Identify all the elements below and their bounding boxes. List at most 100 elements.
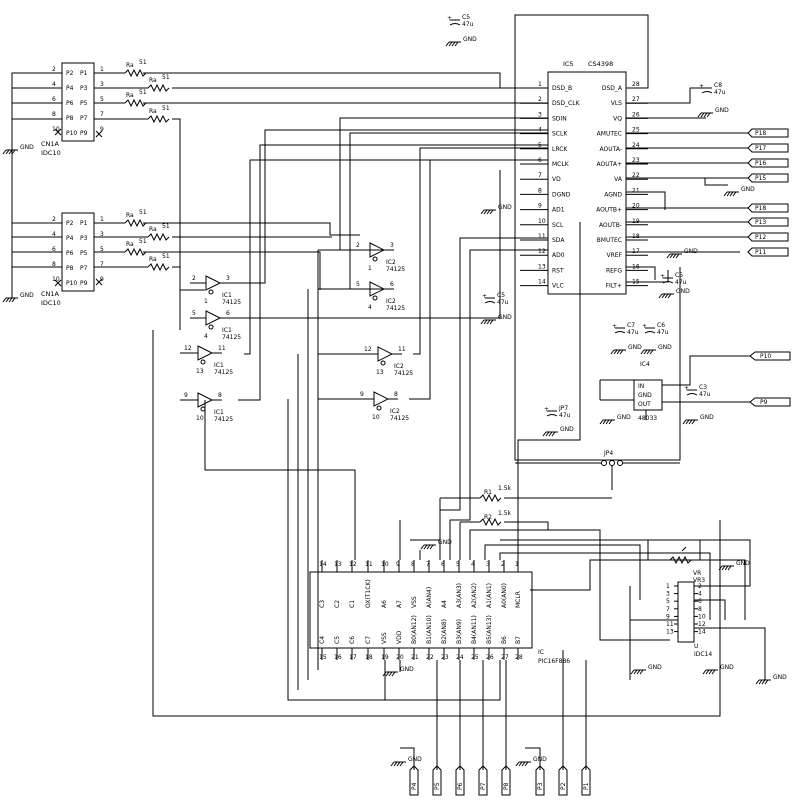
ic5-pin-name: LRCK <box>552 146 568 153</box>
gnd-label: GND <box>736 560 750 567</box>
vr-part: VR3 <box>693 577 705 584</box>
bottom-port <box>478 765 488 796</box>
wire <box>439 237 670 641</box>
pic-part: PIC16F886 <box>538 658 570 665</box>
ic5-pin-name: REFG <box>606 267 622 274</box>
wire <box>11 222 62 296</box>
idc14-ref: U <box>694 643 698 650</box>
pic-pin-num: 13 <box>334 561 342 568</box>
capacitor-ref: C5 <box>462 14 470 21</box>
ic5-pin-num: 8 <box>538 187 542 194</box>
ic5-pin-num: 27 <box>632 96 640 103</box>
connector-pin-name: P4 <box>66 85 74 92</box>
ic5-pin-name: AOUTB+ <box>596 207 622 214</box>
output-port-label: P11 <box>755 249 766 256</box>
r2-value: 1.5k <box>498 510 512 517</box>
connector-pin-name: P3 <box>80 235 88 242</box>
buffer-in-num: 9 <box>184 392 188 399</box>
enable-bubble <box>372 295 378 301</box>
resistor-label: Ra <box>149 226 157 233</box>
ic5-pin-num: 22 <box>632 172 640 179</box>
jp4-label: JP4 <box>603 450 613 457</box>
enable-bubble <box>208 289 214 295</box>
connector-body <box>61 62 95 142</box>
bottom-port <box>455 765 465 796</box>
enable-bubble <box>372 256 378 262</box>
buffer-ref: IC2 <box>386 298 396 305</box>
buffer-out-num: 6 <box>226 310 230 317</box>
capacitor-ref: C6 <box>657 322 665 329</box>
bottom-port-label: P6 <box>457 782 464 790</box>
wire <box>172 87 548 104</box>
buffer-out-num: 3 <box>226 275 230 282</box>
gnd-label: GND <box>676 288 690 295</box>
gnd-hatch <box>385 671 390 677</box>
gnd-hatch <box>605 419 610 425</box>
resistor-label: Ra <box>126 92 134 99</box>
pic-pin-num: 26 <box>486 654 494 661</box>
ic5-pin-num: 12 <box>538 248 546 255</box>
gnd-hatch <box>388 671 393 677</box>
connector-pin-num: 4 <box>52 231 56 238</box>
ic5-pin-name: VLS <box>611 100 622 107</box>
ic5-pin-name: AOUTA+ <box>597 161 622 168</box>
gnd-label: GND <box>741 186 755 193</box>
connector-pin-name: P6 <box>66 250 74 257</box>
gnd-label: GND <box>408 756 422 763</box>
wire <box>172 118 205 291</box>
pic-pin-num: 3 <box>486 561 490 568</box>
wire <box>436 650 587 770</box>
ic5-pin-name: VA <box>614 176 623 183</box>
buffer-part: 74125 <box>214 369 233 376</box>
gnd-hatch <box>616 349 621 355</box>
resistor-body <box>124 98 147 108</box>
bottom-port <box>581 765 591 796</box>
gnd-hatch <box>649 349 654 355</box>
resistor-label: Ra <box>149 77 157 84</box>
capacitor-ref: C8 <box>714 82 722 89</box>
ic4-body <box>633 379 663 411</box>
gnd-label: GND <box>438 539 452 546</box>
gnd-hatch <box>486 209 491 215</box>
capacitor-polarity: + <box>642 323 647 330</box>
pic-pin-name: B4(AN11) <box>471 615 478 644</box>
output-port-label: P13 <box>755 219 766 226</box>
pic-ref: IC <box>538 649 544 656</box>
r2-body <box>479 517 502 527</box>
ic5-pin-num: 20 <box>632 203 640 210</box>
gnd-label: GND <box>684 248 698 255</box>
bottom-port <box>409 765 419 796</box>
capacitor-plate <box>662 281 674 284</box>
gnd-hatch <box>639 669 644 675</box>
gnd-hatch <box>420 544 425 550</box>
ic5-pin-name: AMUTEC <box>597 131 622 138</box>
gnd-hatch <box>755 679 760 685</box>
ic5-pin-num: 21 <box>632 187 640 194</box>
idc14-pin-num: 1 <box>666 583 670 590</box>
wire <box>11 72 62 232</box>
bottom-port-label: P7 <box>480 782 487 790</box>
gnd-label: GND <box>20 144 34 151</box>
resistor-body <box>124 247 147 257</box>
wire <box>384 660 401 700</box>
gnd-hatch <box>599 419 604 425</box>
gnd-hatch <box>630 669 635 675</box>
ic5-pin-num: 10 <box>538 218 546 225</box>
pic-pin-name: C5 <box>334 636 341 644</box>
pic-pin-name: B0(AN12) <box>411 615 418 644</box>
idc14-pin-num: 14 <box>698 629 706 636</box>
r1-value: 1.5k <box>498 485 512 492</box>
gnd-hatch <box>429 544 434 550</box>
gnd-hatch <box>700 112 705 118</box>
gnd-hatch <box>11 149 16 155</box>
pic-pin-num: 10 <box>381 561 389 568</box>
bottom-port-label: P2 <box>560 782 567 790</box>
ic4-part: 48033 <box>638 415 657 422</box>
connector-ref: CN1A <box>41 140 60 148</box>
pic-pin-name: MCLR <box>515 591 522 608</box>
ic5-pin-num: 11 <box>538 233 546 240</box>
connector-pin-num: 2 <box>52 66 56 73</box>
ic4-regulator: IC4 IN GND OUT 48033 <box>633 361 663 422</box>
